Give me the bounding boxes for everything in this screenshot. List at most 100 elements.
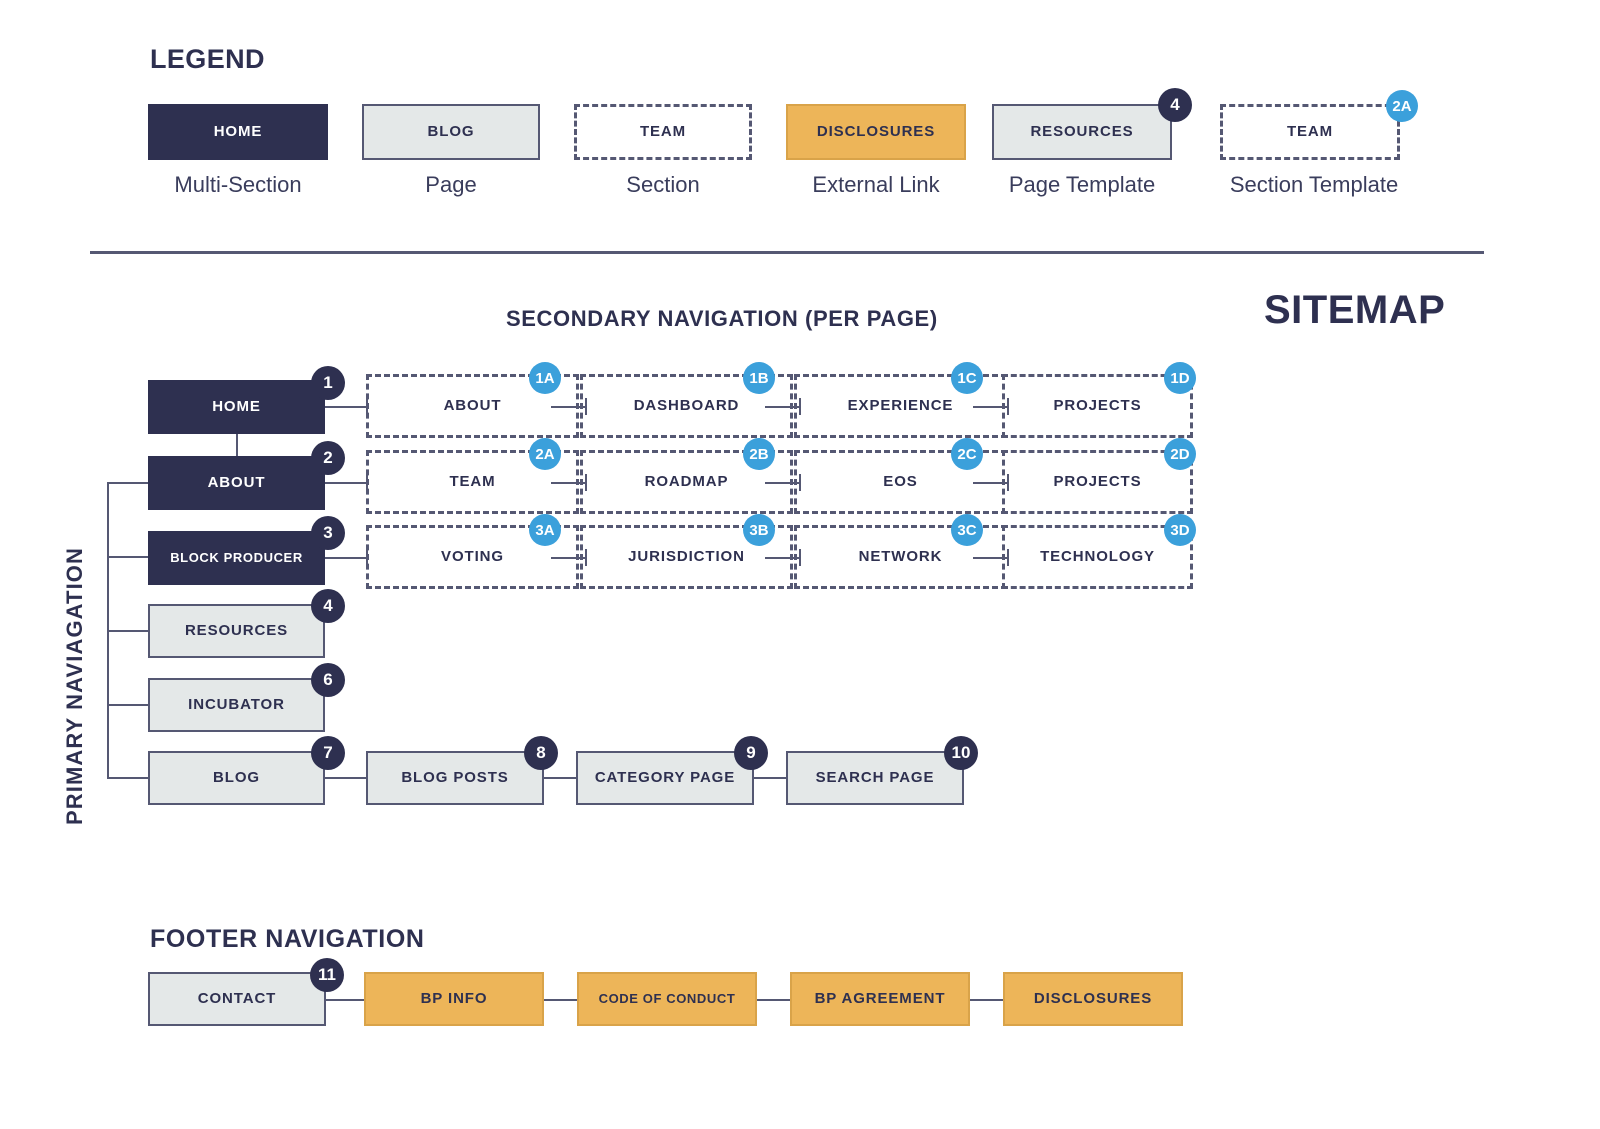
connector-cap: [799, 398, 801, 415]
blog-chain-item-blog-posts[interactable]: BLOG POSTS: [366, 751, 544, 805]
legend-caption-section-template: Section Template: [1229, 172, 1399, 197]
footer-nav-item-bp-info[interactable]: BP INFO: [364, 972, 544, 1026]
blog-chain-badge-category-page: 9: [734, 736, 768, 770]
section-cell-projects-2[interactable]: PROJECTS: [1002, 450, 1193, 514]
connector-category-to-search: [754, 777, 786, 779]
connector-team-to-roadmap: [551, 482, 587, 484]
tree-stub-block-producer: [107, 556, 148, 558]
footer-nav-item-code-of-conduct[interactable]: CODE OF CONDUCT: [577, 972, 757, 1026]
legend-swatch-page-template: RESOURCES: [992, 104, 1172, 160]
section-badge-1d: 1D: [1164, 362, 1196, 394]
connector-network-to-technology: [973, 557, 1009, 559]
section-cell-technology[interactable]: TECHNOLOGY: [1002, 525, 1193, 589]
section-cell-label: NETWORK: [858, 547, 943, 565]
connector-cap: [585, 474, 587, 491]
legend-badge-section-template: 2A: [1386, 90, 1418, 122]
header-divider: [90, 251, 1484, 254]
footer-nav-label: BP AGREEMENT: [814, 989, 946, 1007]
legend-caption-multi-section: Multi-Section: [174, 172, 302, 197]
section-badge-3c: 3C: [951, 514, 983, 546]
footer-nav-label: CONTACT: [197, 989, 277, 1007]
connector-code-to-agreement: [757, 999, 790, 1001]
section-cell-label: DASHBOARD: [633, 396, 740, 414]
section-cell-label: EXPERIENCE: [847, 396, 954, 414]
section-cell-label: ABOUT: [443, 396, 502, 414]
footer-nav-heading: FOOTER NAVIGATION: [150, 925, 425, 953]
connector-cap: [366, 398, 368, 415]
legend-swatch-label: DISCLOSURES: [816, 122, 936, 140]
section-cell-label: TECHNOLOGY: [1040, 547, 1155, 565]
primary-nav-label: BLOCK PRODUCER: [170, 549, 303, 565]
section-cell-eos[interactable]: EOS: [794, 450, 1007, 514]
section-badge-3a: 3A: [529, 514, 561, 546]
primary-nav-item-resources[interactable]: RESOURCES: [148, 604, 325, 658]
connector-home-to-about-section: [325, 406, 366, 408]
legend-caption-page: Page: [425, 172, 477, 197]
primary-nav-label: INCUBATOR: [188, 695, 285, 713]
blog-chain-item-search-page[interactable]: SEARCH PAGE: [786, 751, 964, 805]
footer-nav-label: CODE OF CONDUCT: [598, 990, 736, 1006]
section-cell-label: PROJECTS: [1053, 396, 1142, 414]
connector-eos-to-projects: [973, 482, 1009, 484]
section-badge-2c: 2C: [951, 438, 983, 470]
tree-stub-about: [107, 482, 148, 484]
primary-nav-badge-block-producer: 3: [311, 516, 345, 550]
primary-nav-badge-about: 2: [311, 441, 345, 475]
legend-swatch-multi-section: HOME: [148, 104, 328, 160]
legend-swatch-label: HOME: [213, 122, 263, 140]
connector-cap: [1007, 549, 1009, 566]
connector-about-to-team: [325, 482, 366, 484]
blog-chain-label: SEARCH PAGE: [815, 768, 935, 786]
primary-nav-badge-home: 1: [311, 366, 345, 400]
connector-about-to-dashboard: [551, 406, 587, 408]
legend-badge-page-template: 4: [1158, 88, 1192, 122]
primary-nav-badge-resources: 4: [311, 589, 345, 623]
primary-nav-label: HOME: [212, 397, 261, 415]
connector-voting-to-jurisdiction: [551, 557, 587, 559]
primary-nav-item-blog[interactable]: BLOG: [148, 751, 325, 805]
primary-nav-badge-blog: 7: [311, 736, 345, 770]
section-badge-2b: 2B: [743, 438, 775, 470]
connector-cap: [585, 549, 587, 566]
primary-nav-item-incubator[interactable]: INCUBATOR: [148, 678, 325, 732]
connector-bp-to-voting: [325, 557, 366, 559]
legend-caption-page-template: Page Template: [1008, 172, 1156, 197]
section-badge-2a: 2A: [529, 438, 561, 470]
tree-stub-blog: [107, 777, 148, 779]
blog-chain-item-category-page[interactable]: CATEGORY PAGE: [576, 751, 754, 805]
footer-nav-label: DISCLOSURES: [1033, 989, 1153, 1007]
connector-blog-posts-to-category: [544, 777, 576, 779]
section-cell-network[interactable]: NETWORK: [794, 525, 1007, 589]
section-badge-3b: 3B: [743, 514, 775, 546]
primary-nav-axis-label: PRIMARY NAVIAGATION: [62, 547, 87, 825]
footer-nav-item-disclosures[interactable]: DISCLOSURES: [1003, 972, 1183, 1026]
connector-cap: [799, 474, 801, 491]
section-badge-1c: 1C: [951, 362, 983, 394]
primary-nav-label: BLOG: [213, 768, 260, 786]
blog-chain-badge-search-page: 10: [944, 736, 978, 770]
primary-nav-label: RESOURCES: [184, 621, 289, 639]
section-badge-3d: 3D: [1164, 514, 1196, 546]
connector-cap: [1007, 474, 1009, 491]
connector-cap: [799, 549, 801, 566]
connector-cap: [585, 398, 587, 415]
primary-nav-item-block-producer[interactable]: BLOCK PRODUCER: [148, 531, 325, 585]
primary-nav-item-about[interactable]: ABOUT: [148, 456, 325, 510]
legend-swatch-label: TEAM: [639, 122, 687, 140]
tree-stub-incubator: [107, 704, 148, 706]
footer-nav-item-contact[interactable]: CONTACT: [148, 972, 326, 1026]
section-cell-label: EOS: [883, 472, 918, 490]
section-cell-projects-1[interactable]: PROJECTS: [1002, 374, 1193, 438]
legend-caption-section: Section: [626, 172, 700, 197]
blog-chain-label: BLOG POSTS: [401, 768, 509, 786]
primary-nav-item-home[interactable]: HOME: [148, 380, 325, 434]
connector-blog-to-blog-posts: [325, 777, 366, 779]
legend-swatch-section: TEAM: [574, 104, 752, 160]
connector-cap: [366, 549, 368, 566]
blog-chain-label: CATEGORY PAGE: [594, 768, 736, 786]
primary-nav-label: ABOUT: [207, 473, 266, 491]
footer-nav-item-bp-agreement[interactable]: BP AGREEMENT: [790, 972, 970, 1026]
connector-roadmap-to-eos: [765, 482, 801, 484]
section-badge-1a: 1A: [529, 362, 561, 394]
